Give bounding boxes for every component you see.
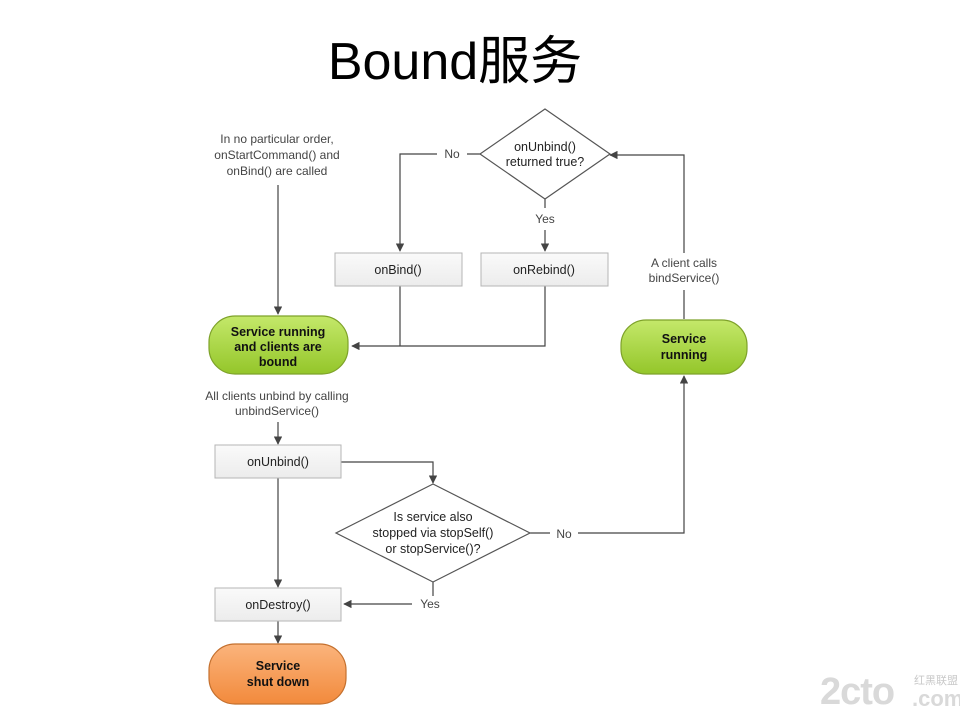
box-onrebind [480,252,609,287]
watermark-brand: 2cto [820,671,895,713]
decision-onunbind-line2: returned true? [506,155,585,169]
edge-label-yes-top: Yes [535,212,555,226]
box-onunbind-label: onUnbind() [247,455,309,469]
site-watermark: 2cto 红黑联盟 .com [820,670,960,714]
edge-onunbind-to-stopped [341,461,438,484]
state-running-line2: running [661,348,708,362]
edge-stopped-no-to-running [530,376,684,534]
edge-label-no-right: No [556,527,572,541]
edge-onrebind-to-bound [351,286,546,351]
slide-title: Bound服务 [327,33,583,91]
decision-service-stopped [334,483,532,583]
decision-onunbind-line1: onUnbind() [514,140,576,154]
edge-running-to-decision [610,155,685,319]
state-bound-line1: Service running [231,325,325,339]
state-service-bound [208,315,349,375]
edge-decision-no-to-onbind [400,153,481,251]
note-start-line3: onBind() are called [227,164,328,178]
edge-label-no-top: No [444,147,460,161]
edge-stopped-yes-to-ondestroy [344,581,434,604]
state-shutdown-line1: Service [256,659,301,673]
note-client-calls-line2: bindService() [649,271,720,285]
note-unbind-all-line1: All clients unbind by calling [205,389,348,403]
box-onrebind-label: onRebind() [513,263,575,277]
state-running-line1: Service [662,332,707,346]
state-service-running [620,319,748,375]
box-onbind-label: onBind() [374,263,421,277]
note-client-calls-line1: A client calls [651,256,717,270]
edge-label-yes-bottom: Yes [420,597,440,611]
state-shutdown-line2: shut down [247,675,310,689]
box-ondestroy-label: onDestroy() [245,598,310,612]
note-start-line1: In no particular order, [220,132,333,146]
decision-stopped-line1: Is service also [393,510,472,524]
box-ondestroy [214,587,342,622]
box-onbind [334,252,463,287]
state-service-shutdown [208,643,347,705]
state-bound-line3: bound [259,355,297,369]
box-onunbind [214,444,342,479]
note-unbind-all-line2: unbindService() [235,404,319,418]
note-start-line2: onStartCommand() and [214,148,339,162]
watermark-suffix: .com [912,686,960,711]
decision-stopped-line3: or stopService()? [385,542,480,556]
decision-stopped-line2: stopped via stopSelf() [373,526,494,540]
decision-onunbind-returned-true [478,108,612,200]
watermark-brand-cn: 红黑联盟 [914,674,958,687]
state-bound-line2: and clients are [234,340,322,354]
